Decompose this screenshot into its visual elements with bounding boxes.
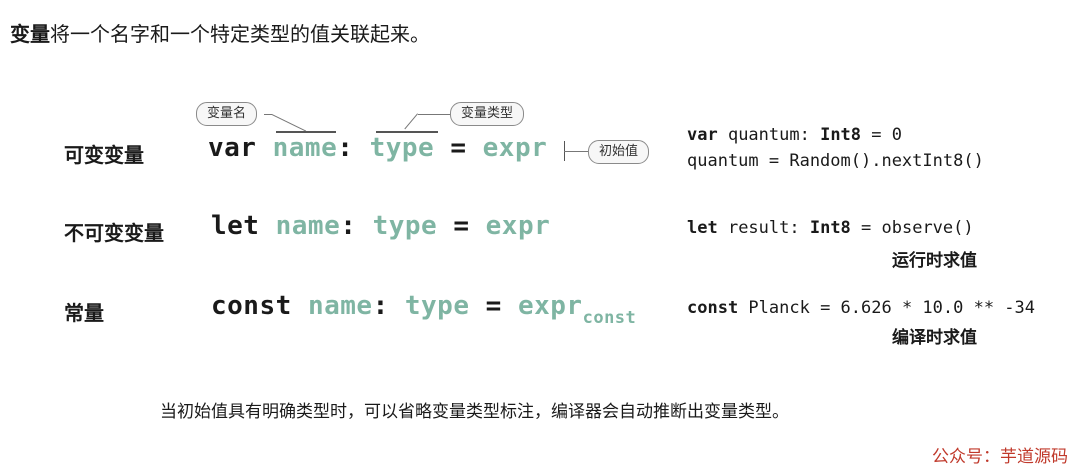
callout-line	[271, 114, 307, 132]
callout-line	[404, 113, 418, 130]
syntax-type: type	[369, 133, 435, 163]
code-text: quantum:	[717, 125, 821, 145]
syntax-type: type	[404, 291, 470, 321]
row-label-mutable: 可变变量	[64, 143, 144, 167]
code-type: Int8	[820, 125, 862, 145]
watermark: 公众号：芋道源码	[932, 447, 1068, 467]
code-text: = 0	[861, 125, 902, 145]
intro-rest: 将一个名字和一个特定类型的值关联起来。	[50, 22, 430, 46]
code-text: Planck = 6.626 * 10.0 ** -34	[738, 298, 1035, 318]
code-keyword: const	[687, 298, 739, 318]
code-example-mutable-2: quantum = Random().nextInt8()	[687, 151, 984, 171]
callout-underline-name	[276, 131, 336, 133]
note-compile-time-eval: 编译时求值	[892, 328, 977, 348]
syntax-type: type	[372, 211, 438, 241]
callout-variable-type: 变量类型	[450, 102, 525, 126]
note-runtime-eval: 运行时求值	[892, 251, 977, 271]
callout-underline-type	[376, 131, 438, 133]
syntax-colon: :	[372, 291, 389, 321]
syntax-colon: :	[337, 133, 354, 163]
syntax-mutable: var name: type = expr	[208, 133, 547, 163]
syntax-equals: =	[453, 211, 470, 241]
callout-variable-name: 变量名	[196, 102, 258, 126]
callout-line	[264, 114, 272, 115]
code-text: = observe()	[850, 218, 974, 238]
code-example-constant: const Planck = 6.626 * 10.0 ** -34	[687, 298, 1035, 318]
syntax-keyword: const	[211, 291, 292, 321]
row-label-immutable: 不可变变量	[64, 221, 164, 245]
callout-line	[564, 151, 588, 152]
footer-text: 当初始值具有明确类型时，可以省略变量类型标注，编译器会自动推断出变量类型。	[160, 402, 789, 422]
syntax-immutable: let name: type = expr	[211, 211, 550, 241]
code-text: result:	[717, 218, 810, 238]
code-keyword: let	[687, 218, 718, 238]
syntax-expr: expr	[482, 133, 548, 163]
code-type: Int8	[809, 218, 851, 238]
syntax-expr-subscript: const	[582, 308, 637, 328]
code-example-immutable: let result: Int8 = observe()	[687, 218, 974, 238]
intro-text: 变量将一个名字和一个特定类型的值关联起来。	[10, 18, 430, 47]
row-label-constant: 常量	[64, 301, 104, 325]
syntax-name: name	[272, 133, 338, 163]
syntax-equals: =	[450, 133, 467, 163]
syntax-expr: expr	[517, 291, 583, 321]
syntax-constant: const name: type = exprconst	[211, 291, 636, 328]
syntax-keyword: var	[208, 133, 257, 163]
intro-bold: 变量	[10, 22, 50, 46]
code-example-mutable-1: var quantum: Int8 = 0	[687, 125, 902, 145]
syntax-name: name	[275, 211, 341, 241]
syntax-equals: =	[485, 291, 502, 321]
code-keyword: var	[687, 125, 718, 145]
syntax-keyword: let	[211, 211, 260, 241]
syntax-expr: expr	[485, 211, 551, 241]
callout-initial-value: 初始值	[588, 140, 650, 164]
callout-line	[418, 114, 450, 115]
syntax-colon: :	[340, 211, 357, 241]
syntax-name: name	[307, 291, 373, 321]
